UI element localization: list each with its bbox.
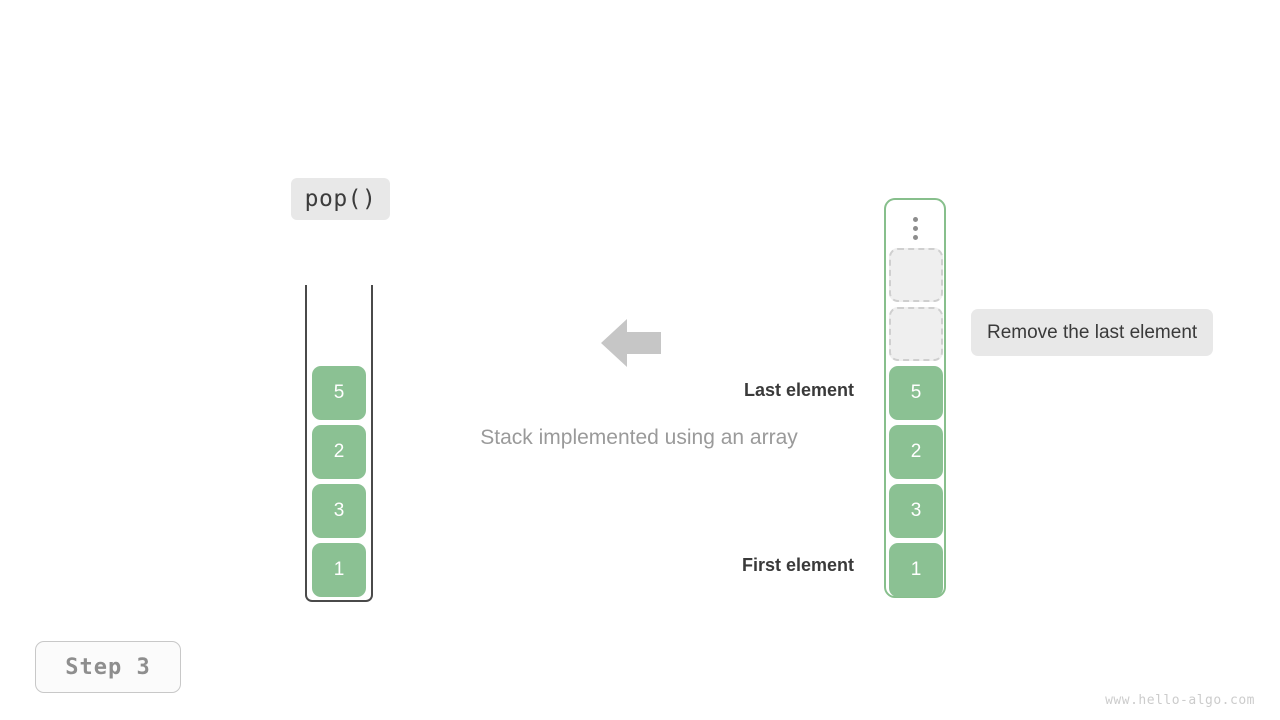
array-cell: 1	[889, 543, 943, 597]
stack-cell-list: 5 2 3 1	[312, 366, 366, 597]
array-cell: 2	[889, 425, 943, 479]
array-cell: 5	[889, 366, 943, 420]
diagram-caption-text: Stack implemented using an array	[480, 426, 798, 449]
ellipsis-dot	[912, 225, 918, 231]
stack-frame-border	[305, 285, 373, 602]
array-empty-slot	[889, 248, 943, 302]
stack-container: 5 2 3 1	[305, 285, 373, 602]
vertical-ellipsis-icon	[886, 210, 944, 246]
diagram-caption: Stack implemented using an array	[0, 426, 1280, 450]
ellipsis-dot	[912, 216, 918, 222]
left-arrow-icon	[601, 317, 661, 369]
array-slot-list: 5 2 3 1	[889, 248, 943, 597]
annotation-first-element: First element	[741, 555, 854, 575]
operation-label: pop()	[291, 178, 390, 220]
stack-cell: 5	[312, 366, 366, 420]
stack-cell: 3	[312, 484, 366, 538]
annotation-last-element: Last element	[743, 380, 854, 400]
array-container: 5 2 3 1	[884, 198, 946, 598]
array-cell: 3	[889, 484, 943, 538]
step-badge: Step 3	[35, 641, 181, 693]
note-remove-last-element: Remove the last element	[971, 309, 1214, 356]
array-empty-slot	[889, 307, 943, 361]
stack-cell: 1	[312, 543, 366, 597]
ellipsis-dot	[912, 234, 918, 240]
stack-cell: 2	[312, 425, 366, 479]
watermark: www.hello-algo.com	[1105, 693, 1255, 708]
